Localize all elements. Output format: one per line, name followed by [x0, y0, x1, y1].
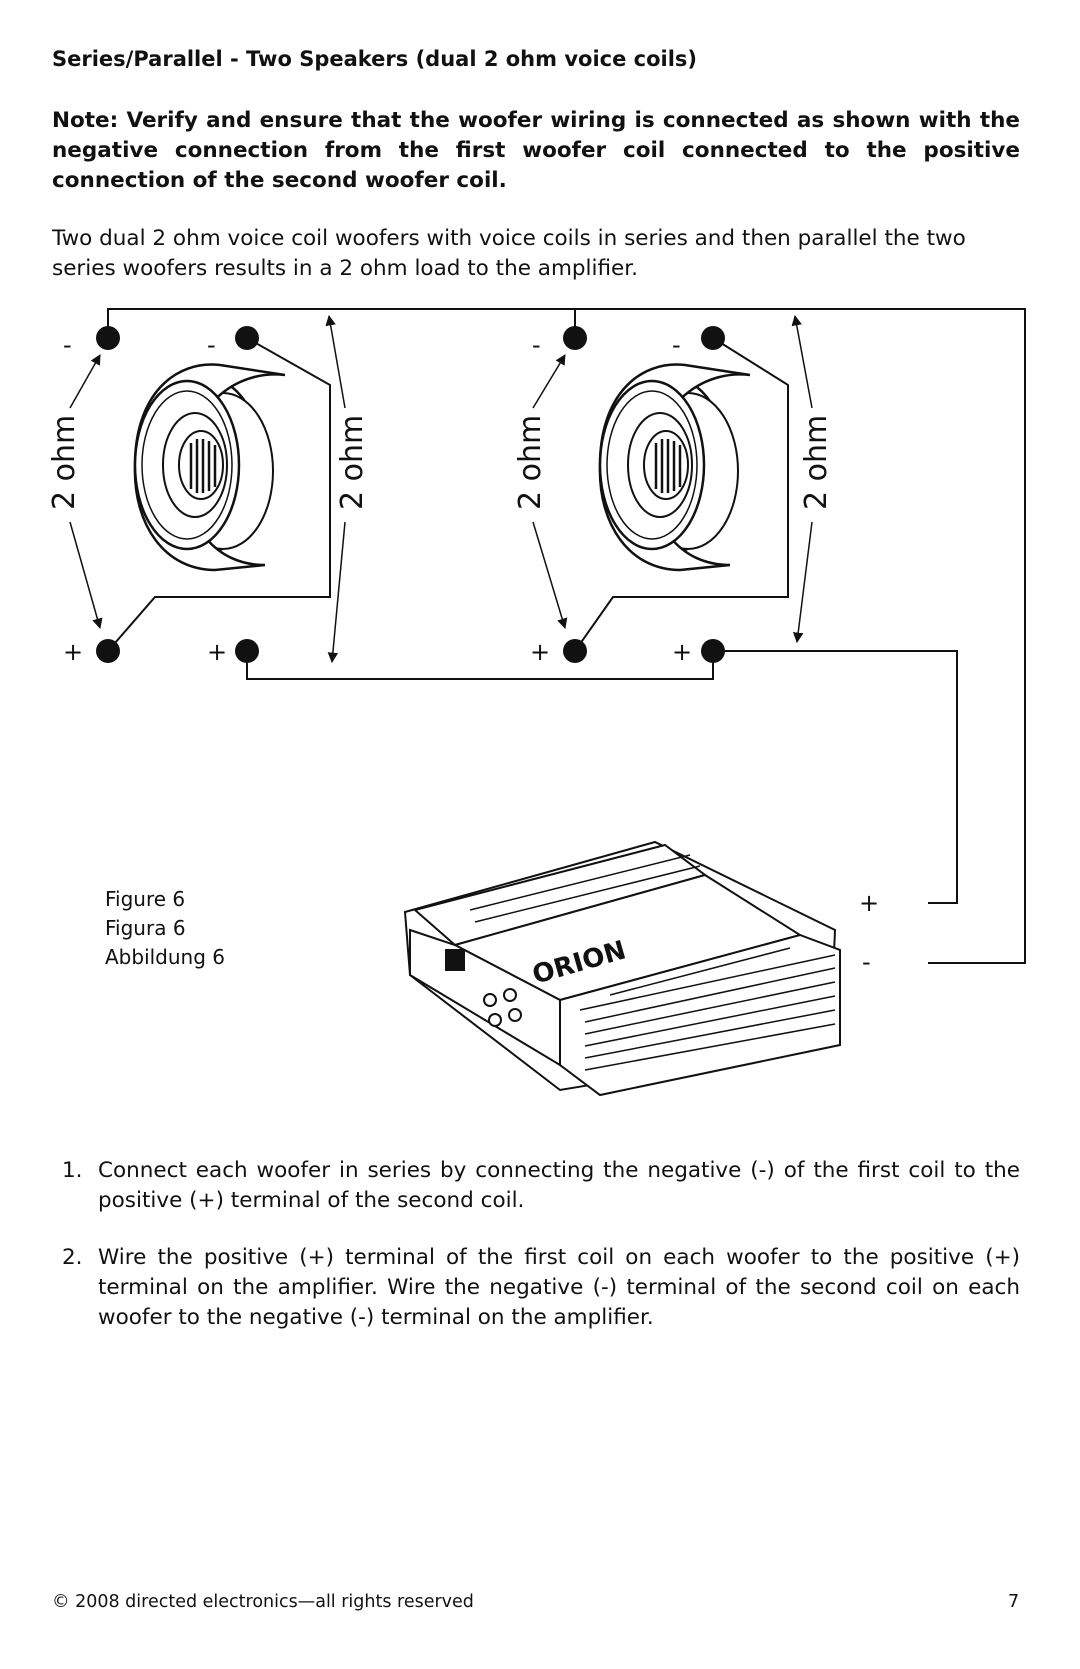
terminal-woofer1-coil2-positive [235, 639, 259, 663]
copyright-footer: © 2008 directed electronics—all rights r… [52, 1592, 474, 1612]
coil-impedance-label: 2 ohm [799, 415, 834, 510]
step-2: 2. Wire the positive (+) terminal of the… [62, 1243, 1020, 1333]
terminal-woofer2-coil2-positive [701, 639, 725, 663]
amp-positive-symbol: + [859, 889, 879, 917]
woofer-1-illustration [133, 363, 287, 572]
positive-symbol: + [63, 638, 83, 666]
positive-symbol: + [530, 638, 550, 666]
terminal-woofer1-coil1-positive [96, 639, 120, 663]
figure-caption-es: Figura 6 [105, 916, 186, 940]
negative-symbol: - [672, 331, 681, 359]
figure-caption-en: Figure 6 [105, 887, 185, 911]
negative-symbol: - [207, 331, 216, 359]
terminal-woofer2-coil1-positive [563, 639, 587, 663]
negative-symbol: - [532, 331, 541, 359]
coil-impedance-label: 2 ohm [47, 415, 82, 510]
amplifier-illustration [403, 840, 841, 1097]
figure-caption-de: Abbildung 6 [105, 945, 225, 969]
step-text: Wire the positive (+) terminal of the fi… [98, 1245, 1020, 1330]
step-1: 1. Connect each woofer in series by conn… [62, 1156, 1020, 1216]
terminal-woofer1-coil2-negative [235, 326, 259, 350]
terminal-woofer2-coil1-negative [563, 326, 587, 350]
positive-symbol: + [207, 638, 227, 666]
step-text: Connect each woofer in series by connect… [98, 1158, 1020, 1213]
step-number: 1. [62, 1158, 83, 1183]
negative-symbol: - [63, 331, 72, 359]
section-title: Series/Parallel - Two Speakers (dual 2 o… [52, 47, 698, 71]
coil-impedance-label: 2 ohm [513, 415, 548, 510]
coil-impedance-label: 2 ohm [335, 415, 370, 510]
positive-symbol: + [672, 638, 692, 666]
page-number: 7 [1008, 1592, 1020, 1612]
wiring-diagram: - - - - + + + + + - 2 ohm 2 ohm 2 ohm 2 … [47, 308, 1026, 1097]
coil-terminals [96, 326, 725, 663]
terminal-woofer2-coil2-negative [701, 326, 725, 350]
intro-paragraph: Two dual 2 ohm voice coil woofers with v… [52, 226, 966, 281]
wiring-note: Note: Verify and ensure that the woofer … [52, 108, 1020, 193]
terminal-woofer1-coil1-negative [96, 326, 120, 350]
woofer-2-illustration [598, 363, 752, 572]
step-number: 2. [62, 1245, 83, 1270]
amp-negative-symbol: - [862, 948, 871, 976]
